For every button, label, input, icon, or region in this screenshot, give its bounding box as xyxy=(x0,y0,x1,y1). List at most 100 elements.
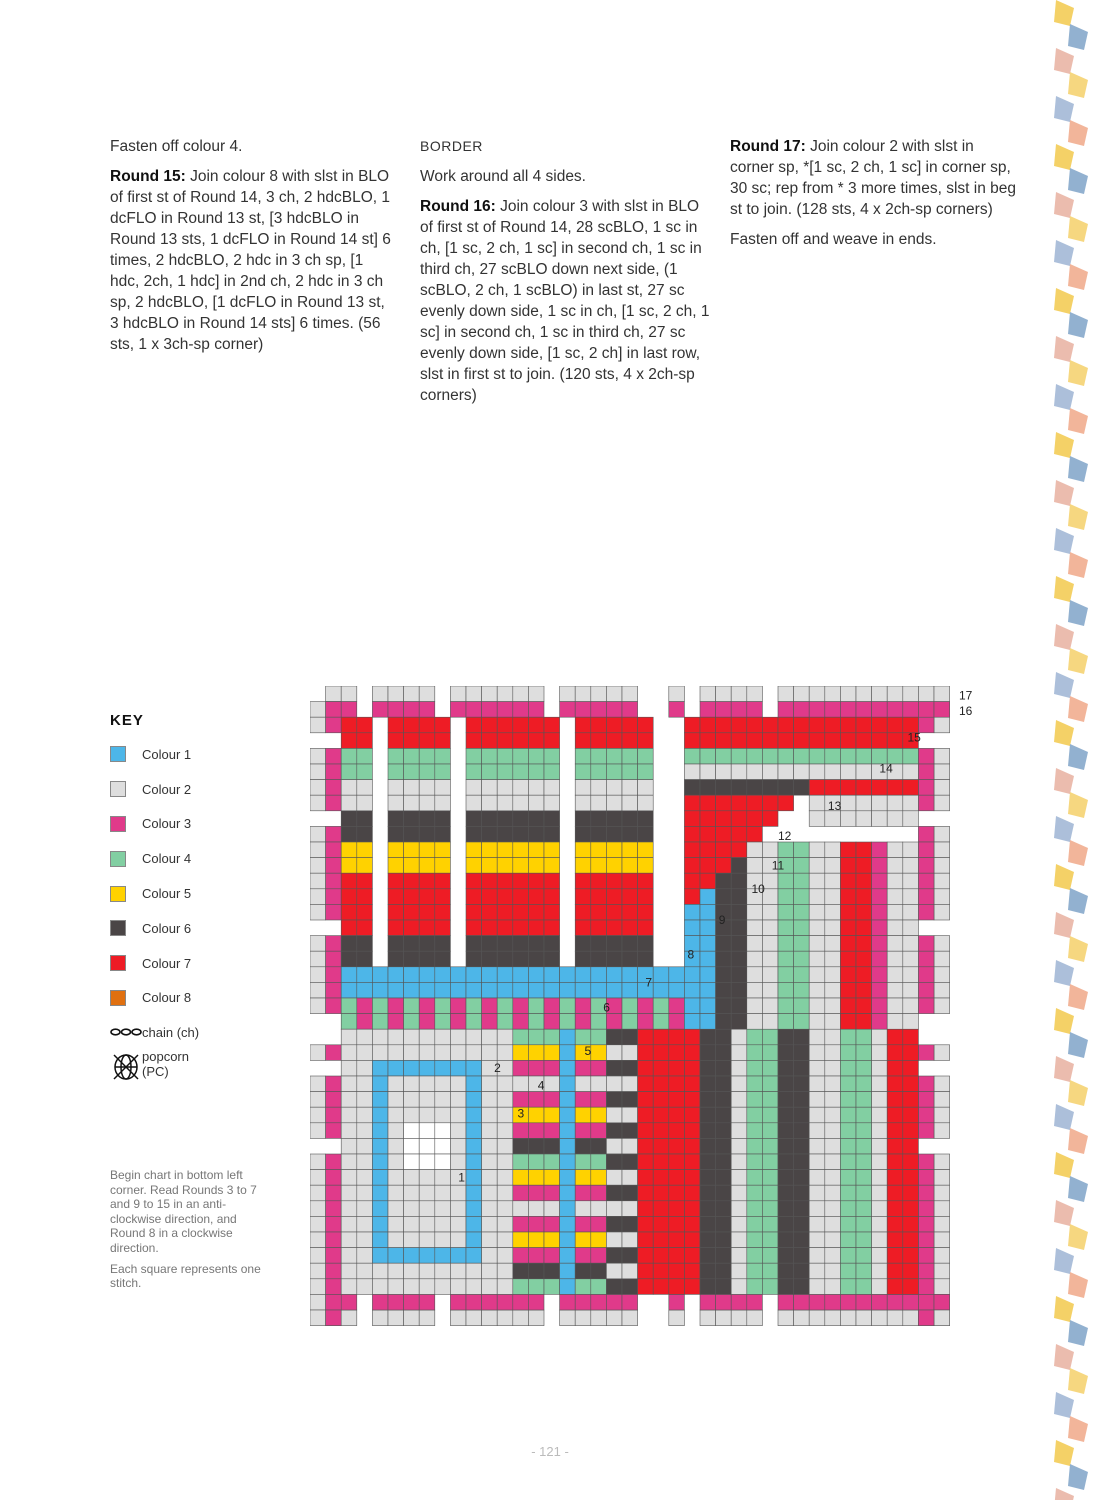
chart-stitch-cell xyxy=(434,732,451,749)
chart-stitch-cell xyxy=(762,982,779,999)
chart-stitch-cell xyxy=(340,1262,358,1280)
chart-stitch-cell xyxy=(918,794,935,812)
chart-stitch-cell xyxy=(855,982,872,999)
fasten-off-colour-4: Fasten off colour 4. xyxy=(110,138,243,155)
chart-stitch-cell xyxy=(559,1028,576,1046)
border-tile xyxy=(1068,888,1088,914)
chart-stitch-cell xyxy=(325,1231,342,1248)
chart-stitch-cell xyxy=(871,810,888,827)
chart-stitch-cell xyxy=(808,779,826,796)
chart-stitch-cell xyxy=(699,701,716,718)
key-label: Colour 7 xyxy=(142,955,192,971)
chart-stitch-cell xyxy=(933,1153,950,1170)
chart-stitch-cell xyxy=(730,857,748,874)
chart-stitch-cell xyxy=(793,1294,810,1311)
chart-stitch-cell xyxy=(496,686,514,702)
chart-stitch-cell xyxy=(559,1309,576,1326)
chart-stitch-cell xyxy=(637,716,654,734)
chart-stitch-cell xyxy=(668,1091,685,1108)
chart-stitch-cell xyxy=(746,1200,763,1217)
chart-stitch-cell xyxy=(730,1091,748,1108)
border-tile xyxy=(1054,1248,1074,1274)
border-tile xyxy=(1054,192,1074,218)
chart-stitch-cell xyxy=(746,1184,763,1202)
chart-stitch-cell xyxy=(465,1184,482,1202)
chart-stitch-cell xyxy=(450,1075,467,1092)
chart-stitch-cell xyxy=(559,1262,576,1280)
chart-stitch-cell xyxy=(418,826,436,843)
chart-stitch-cell xyxy=(356,1200,373,1217)
chart-stitch-cell xyxy=(496,950,514,968)
chart-stitch-cell xyxy=(808,919,826,936)
chart-stitch-cell xyxy=(808,732,826,749)
chart-stitch-cell xyxy=(824,1216,841,1233)
chart-stitch-cell xyxy=(528,982,545,999)
chart-stitch-cell xyxy=(403,1169,420,1186)
chart-stitch-cell xyxy=(730,1262,748,1280)
chart-stitch-cell xyxy=(543,1075,560,1092)
chart-stitch-cell xyxy=(450,1231,467,1248)
chart-stitch-cell xyxy=(793,1200,810,1217)
chart-stitch-cell xyxy=(574,1122,592,1139)
chart-stitch-cell xyxy=(918,888,935,905)
popcorn-icon xyxy=(110,1049,142,1083)
chart-stitch-cell xyxy=(496,841,514,858)
chart-stitch-cell xyxy=(855,732,872,749)
chart-stitch-cell xyxy=(543,1184,560,1202)
chart-stitch-cell xyxy=(387,1106,404,1124)
chart-stitch-cell xyxy=(606,950,623,968)
key-label: Colour 1 xyxy=(142,746,192,762)
chart-stitch-cell xyxy=(808,1091,826,1108)
chart-stitch-cell xyxy=(559,1153,576,1170)
chart-stitch-cell xyxy=(699,935,716,952)
chart-stitch-cell xyxy=(886,1278,904,1295)
chart-stitch-cell xyxy=(418,716,436,734)
chart-stitch-cell xyxy=(855,779,872,796)
chart-stitch-cell xyxy=(918,1091,935,1108)
chart-stitch-cell xyxy=(808,1169,826,1186)
chart-stitch-cell xyxy=(762,1060,779,1077)
border-tile xyxy=(1054,240,1074,266)
chart-stitch-cell xyxy=(840,904,857,921)
chart-stitch-cell xyxy=(590,950,607,968)
chart-stitch-cell xyxy=(699,686,716,702)
chart-stitch-cell xyxy=(387,1122,404,1139)
chart-stitch-cell xyxy=(855,794,872,812)
key-row-colour-2: Colour 2 xyxy=(110,772,290,807)
chart-stitch-cell xyxy=(699,904,716,921)
chart-stitch-cell xyxy=(434,1075,451,1092)
chart-stitch-cell xyxy=(418,810,436,827)
chart-stitch-cell xyxy=(528,1169,545,1186)
chart-stitch-cell xyxy=(871,1200,888,1217)
chart-stitch-cell xyxy=(606,1028,623,1046)
chart-stitch-cell xyxy=(902,966,919,983)
chart-stitch-cell xyxy=(403,1044,420,1061)
chart-stitch-cell xyxy=(668,1216,685,1233)
chart-stitch-cell xyxy=(387,966,404,983)
chart-stitch-cell xyxy=(310,872,326,890)
chart-stitch-cell xyxy=(855,1060,872,1077)
chart-stitch-cell xyxy=(387,732,404,749)
round-16-paragraph: Round 16: Join colour 3 with slst in BLO… xyxy=(420,196,710,406)
chart-stitch-cell xyxy=(590,1247,607,1264)
chart-stitch-cell xyxy=(403,748,420,765)
chart-stitch-cell xyxy=(808,1106,826,1124)
chart-stitch-cell xyxy=(403,1138,420,1155)
chart-stitch-cell xyxy=(606,982,623,999)
chart-stitch-cell xyxy=(310,1262,326,1280)
chart-stitch-cell xyxy=(387,1044,404,1061)
chart-stitch-cell xyxy=(543,763,560,780)
chart-stitch-cell xyxy=(434,1044,451,1061)
chart-stitch-cell xyxy=(730,1216,748,1233)
chart-stitch-cell xyxy=(387,1138,404,1155)
chart-stitch-cell xyxy=(621,919,638,936)
chart-stitch-cell xyxy=(668,1294,685,1311)
chart-stitch-cell xyxy=(418,1294,436,1311)
chart-stitch-cell xyxy=(481,1075,498,1092)
chart-stitch-cell xyxy=(465,686,482,702)
chart-stitch-cell xyxy=(543,1247,560,1264)
chart-stitch-cell xyxy=(730,779,748,796)
border-tile xyxy=(1054,288,1074,314)
chart-stitch-cell xyxy=(793,1091,810,1108)
chart-stitch-cell xyxy=(465,1091,482,1108)
